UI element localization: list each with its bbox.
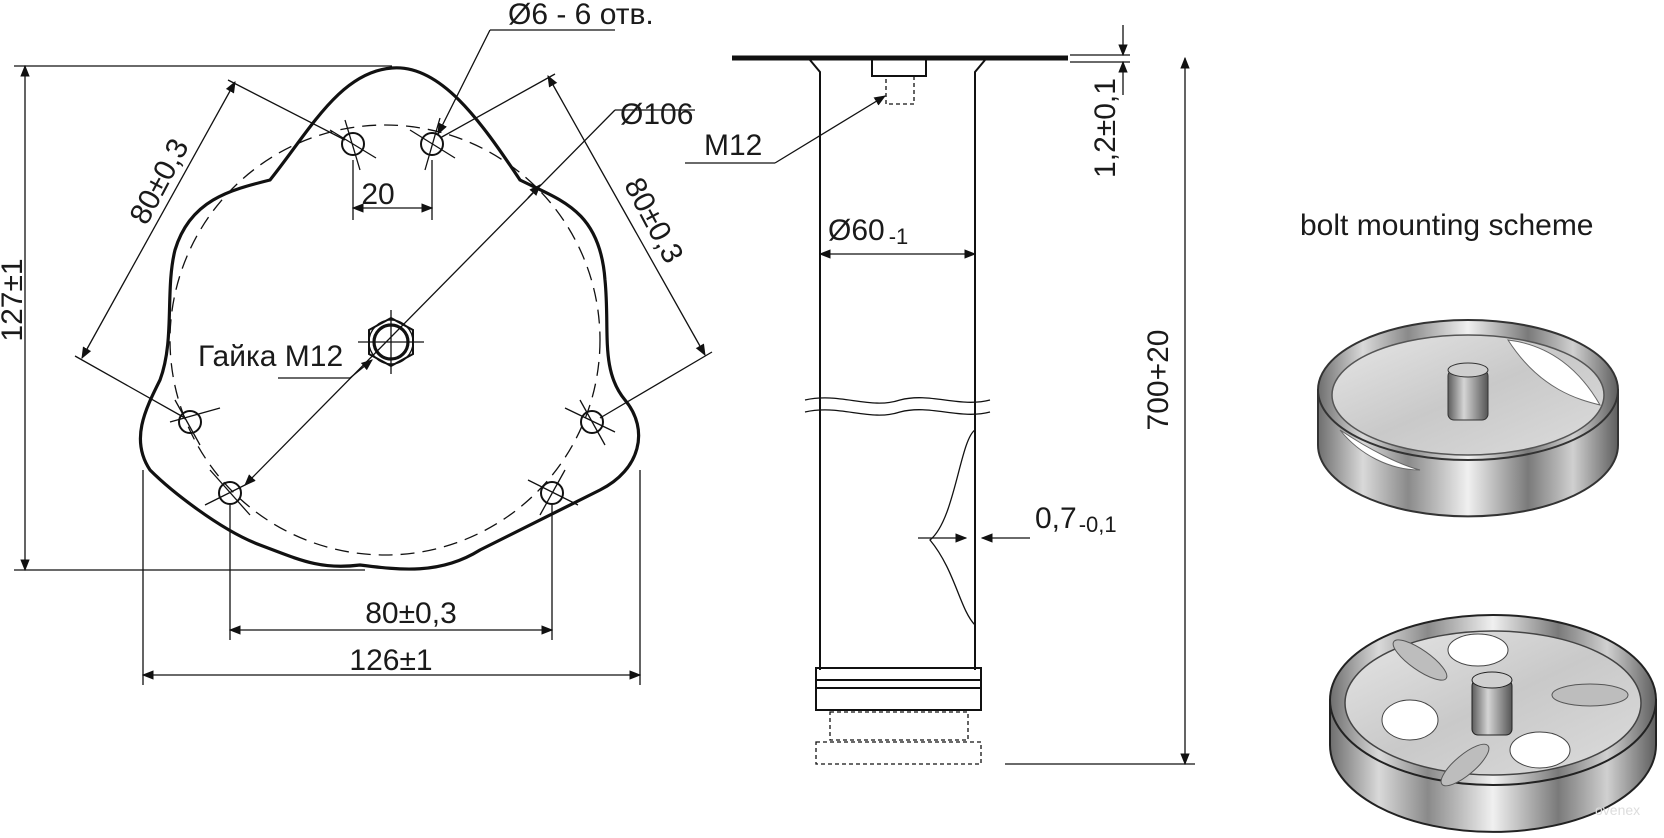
dim-hole-gap: 20 [361, 178, 394, 211]
total-height-label: 700+20 [1142, 330, 1175, 431]
center-nut-icon [358, 310, 424, 374]
dim-bottom-inner: 80±0,3 [365, 597, 457, 630]
nut-label: Гайка М12 [198, 340, 343, 373]
mounting-holes [169, 117, 616, 516]
hole-icon [540, 481, 564, 505]
top-view: Ø6 - 6 отв. Ø106 Гайка М12 20 80±0,3 80±… [0, 0, 713, 685]
tube-diameter-label: Ø60-1 [828, 214, 908, 249]
dim-left-diagonal: 80±0,3 [124, 133, 196, 229]
hole-icon [218, 481, 242, 505]
mounting-cup-top-icon [1317, 319, 1619, 518]
dim-height: 127±1 [0, 258, 29, 341]
plate-thickness-label: 1,2±0,1 [1089, 78, 1122, 178]
thread-insert [871, 57, 927, 77]
hole-icon [178, 410, 202, 434]
hole-icon [580, 410, 604, 434]
circle-diameter-label: Ø106 [620, 98, 693, 131]
bottom-cap [815, 667, 982, 681]
dim-bottom-outer: 126±1 [349, 644, 432, 677]
mounting-caption: bolt mounting scheme [1300, 209, 1594, 242]
hole-icon [420, 132, 444, 156]
hole-note-label: Ø6 - 6 отв. [508, 0, 654, 31]
watermark: ovenex [1595, 802, 1640, 818]
side-view: M12 Ø60-1 1,2±0,1 700+20 0,7-0,1 [685, 25, 1195, 766]
hole-icon [341, 132, 365, 156]
dim-right-diagonal: 80±0,3 [617, 172, 689, 268]
mounting-cup-bottom-icon [1329, 614, 1657, 833]
mounting-scheme: bolt mounting scheme ovenex [1300, 209, 1657, 833]
thread-label: M12 [704, 129, 762, 162]
wall-thickness-label: 0,7-0,1 [1035, 502, 1117, 537]
